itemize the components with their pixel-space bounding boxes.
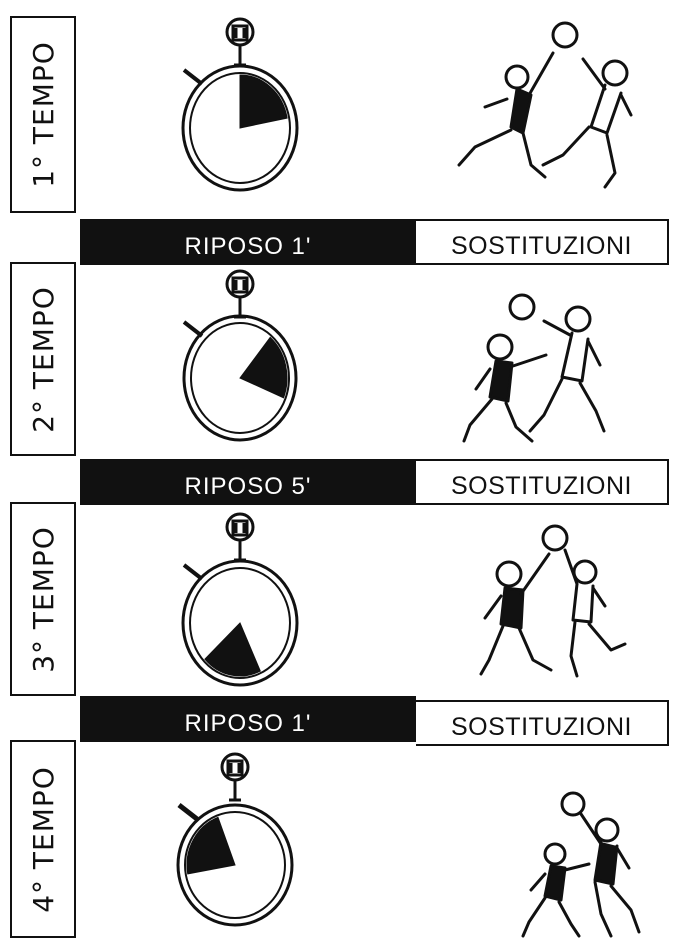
players-illustration-3 bbox=[479, 524, 627, 678]
period-3-label: 3° TEMPO bbox=[26, 525, 60, 673]
players-illustration-2 bbox=[462, 293, 606, 443]
ball-icon bbox=[541, 524, 569, 552]
stopwatch-3-icon bbox=[181, 512, 299, 687]
break-2-riposo-label: RIPOSO 5' bbox=[184, 473, 312, 500]
break-1-substitutions-label: SOSTITUZIONI bbox=[451, 232, 632, 260]
stopwatch-4-icon bbox=[176, 752, 294, 927]
break-2-substitutions-box: SOSTITUZIONI bbox=[416, 459, 669, 505]
players-illustration-4 bbox=[521, 791, 641, 938]
break-2-riposo-bar: RIPOSO 5' bbox=[80, 459, 416, 505]
break-3-substitutions-box: SOSTITUZIONI bbox=[416, 700, 669, 746]
period-2-label: 2° TEMPO bbox=[26, 285, 60, 433]
break-1-riposo-bar: RIPOSO 1' bbox=[80, 219, 416, 265]
break-1-substitutions-box: SOSTITUZIONI bbox=[416, 219, 669, 265]
break-2-substitutions-label: SOSTITUZIONI bbox=[451, 472, 632, 500]
break-3-riposo-bar: RIPOSO 1' bbox=[80, 696, 416, 742]
players-illustration-1 bbox=[457, 21, 633, 189]
stopwatch-1-icon bbox=[181, 17, 299, 192]
period-1-label-box: 1° TEMPO bbox=[10, 16, 76, 213]
period-1-label: 1° TEMPO bbox=[26, 41, 60, 188]
break-3-substitutions-label: SOSTITUZIONI bbox=[451, 713, 632, 741]
period-2-label-box: 2° TEMPO bbox=[10, 262, 76, 456]
period-3-label-box: 3° TEMPO bbox=[10, 502, 76, 696]
ball-icon bbox=[551, 21, 579, 49]
break-1-riposo-label: RIPOSO 1' bbox=[184, 233, 312, 260]
ball-icon bbox=[508, 293, 536, 321]
ball-icon bbox=[560, 791, 586, 817]
stopwatch-2-icon bbox=[182, 269, 298, 442]
period-4-label-box: 4° TEMPO bbox=[10, 740, 76, 938]
period-4-label: 4° TEMPO bbox=[26, 765, 60, 913]
break-3-riposo-label: RIPOSO 1' bbox=[184, 710, 312, 737]
